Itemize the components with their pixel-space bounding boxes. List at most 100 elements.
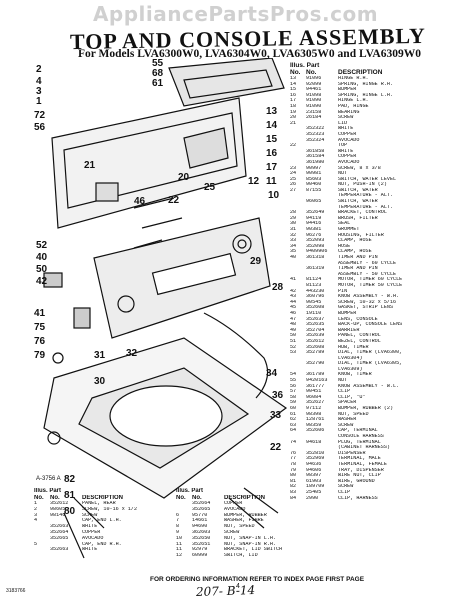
part-number: 96065: [306, 199, 322, 205]
part-description: HINGE R.H.: [338, 76, 369, 81]
part-description: SPACER: [338, 400, 357, 406]
part-number: 85603: [306, 176, 322, 182]
illus-number: 76: [290, 450, 297, 456]
part-description: CLIP: [338, 389, 351, 395]
illus-number: 12: [176, 553, 183, 559]
part-description: SWITCH, WATER: [338, 199, 378, 205]
illus-number: 49: [290, 327, 297, 333]
part-description: TEMPERATURE - ALT.: [338, 193, 394, 199]
part-description: SCREW: [338, 115, 354, 121]
part-number: 2990: [306, 495, 319, 501]
part-description: BEZEL, CONTROL: [338, 338, 381, 344]
part-number: 9409906: [306, 249, 328, 255]
illus-number: 42: [290, 288, 297, 294]
part-description: MOTOR, TIMER 60 CYCLE: [338, 277, 403, 283]
part-description: DIAL, TIMER (LVA6300,: [338, 350, 403, 356]
callout-labels: 55 68 61 2 4 3 1 72 56 13 14 15 16 17 12…: [34, 58, 284, 517]
part-number: 90545: [306, 299, 322, 305]
callout-label: 79: [34, 350, 46, 361]
watermark: AppliancePartsPros.com: [92, 2, 379, 26]
illus-number: 2: [34, 506, 38, 512]
part-number: 352098: [306, 243, 325, 249]
callout-label: 11: [266, 176, 277, 187]
illus-number: 79: [290, 467, 297, 473]
part-description: SCREW, 10-32 x 5/16: [338, 299, 397, 305]
parts-row: ASSEMBLY - 50 CYCLE: [290, 272, 468, 278]
part-description: SCREW: [82, 512, 98, 518]
part-description: COPPER: [338, 131, 357, 137]
part-description: NUT, PUSH-IN (2): [338, 182, 387, 188]
callout-label: 56: [34, 122, 46, 133]
illus-number: 43: [290, 294, 297, 300]
part-number: 90451: [306, 389, 322, 395]
part-description: CLAMP, HOSE: [338, 249, 372, 255]
part-number: 352627: [306, 400, 325, 406]
illus-number: 45: [290, 305, 297, 311]
illus-number: 56: [290, 383, 297, 389]
part-number: 361319: [306, 266, 325, 272]
part-number: 352322: [306, 126, 325, 132]
part-description: NUT, SNAP-IN R.H.: [224, 541, 276, 547]
illus-number: 51: [290, 338, 297, 344]
illus-number: 28: [290, 210, 297, 216]
callout-label: 17: [266, 162, 278, 173]
part-description: WASHER: [338, 417, 357, 423]
part-number: 352789: [306, 350, 325, 356]
part-description: TIMER AND PIN: [338, 266, 378, 272]
part-number: 14661: [192, 518, 208, 524]
part-number: 352810: [306, 450, 325, 456]
illus-number: 5: [34, 541, 38, 547]
callout-label: 50: [36, 264, 48, 275]
part-description: SWITCH, LID: [224, 553, 258, 559]
part-number: 352664: [192, 501, 211, 506]
part-description: WASHER, FIBRE: [224, 518, 264, 524]
part-number: 352093: [306, 238, 325, 244]
callout-label: 15: [266, 134, 278, 145]
part-description: SPRING, HINGE R.H.: [338, 81, 394, 87]
part-number: 352665: [50, 535, 69, 541]
illus-number: 33: [290, 238, 297, 244]
part-number: 90460: [306, 182, 322, 188]
part-number: 92099: [306, 81, 322, 87]
callout-label: 75: [34, 322, 46, 333]
illus-number: 57: [290, 389, 297, 395]
part-description: NUT, SNAP-IN L.H.: [224, 535, 276, 541]
part-number: 352606: [306, 428, 325, 434]
illus-number: 10: [176, 535, 183, 541]
part-number: 91098: [306, 92, 322, 98]
part-description: HINGE L.H.: [338, 98, 369, 104]
part-number: 94606: [306, 467, 322, 473]
rear-panel-shape: [51, 97, 247, 229]
parts-row: LVA6309): [290, 367, 468, 373]
part-number: 98397: [306, 473, 322, 479]
exploded-assembly-diagram: 55 68 61 2 4 3 1 72 56 13 14 15 16 17 12…: [34, 58, 288, 559]
part-number: 90997: [306, 165, 322, 171]
callout-label: 80: [64, 506, 76, 517]
